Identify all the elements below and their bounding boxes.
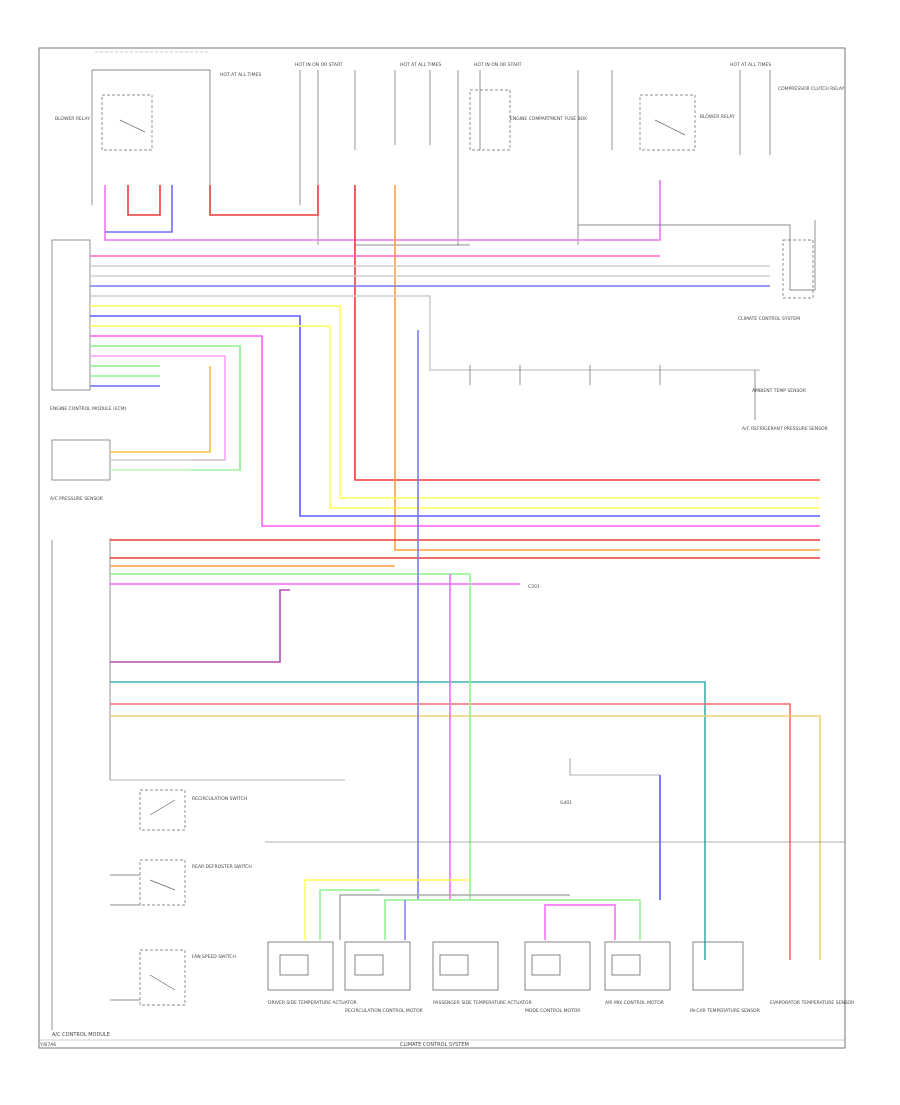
switch-label-1: RECIRCULATION SWITCH	[192, 796, 247, 802]
ecm-block	[51, 239, 91, 391]
right-note-1: CLIMATE CONTROL SYSTEM	[738, 316, 800, 322]
top-fuse-area	[91, 69, 771, 246]
switch-label-2: REAR DEFROSTER SWITCH	[192, 864, 252, 870]
diagram-frame	[38, 47, 846, 1049]
footer-center-label: CLIMATE CONTROL SYSTEM	[400, 1042, 469, 1048]
fuse-label-4: HOT IN ON OR START	[474, 62, 522, 68]
component-label-4: MODE CONTROL MOTOR	[525, 1008, 580, 1014]
component-label-3: PASSENGER SIDE TEMPERATURE ACTUATOR	[433, 1000, 532, 1006]
fuse-label-2: HOT IN ON OR START	[295, 62, 343, 68]
right-note-2: AMBIENT TEMP SENSOR	[752, 388, 806, 394]
ground-label: G401	[560, 800, 572, 806]
top-harness	[90, 180, 820, 551]
fuse-label-3: HOT AT ALL TIMES	[400, 62, 441, 68]
relay-label-1: BLOWER RELAY	[55, 116, 90, 122]
fuse-label-5: HOT AT ALL TIMES	[730, 62, 771, 68]
middle-harness	[110, 330, 821, 960]
connector-code: C201	[528, 584, 540, 590]
component-label-2: RECIRCULATION CONTROL MOTOR	[345, 1008, 423, 1014]
component-label-6: IN-CAR TEMPERATURE SENSOR	[690, 1008, 760, 1014]
switch-label-3: FAN SPEED SWITCH	[192, 954, 236, 960]
corner-label: Y/B7A6	[39, 1042, 56, 1048]
component-label-5: AIR MIX CONTROL MOTOR	[605, 1000, 664, 1006]
bottom-actuators	[267, 941, 744, 991]
fuse-label-1: HOT AT ALL TIMES	[220, 72, 261, 78]
right-note-3: A/C REFRIGERANT PRESSURE SENSOR	[742, 426, 828, 432]
pressure-sensor-label: A/C PRESSURE SENSOR	[50, 496, 103, 502]
relay-label-3: BLOWER RELAY	[700, 114, 735, 120]
component-label-1: DRIVER SIDE TEMPERATURE ACTUATOR	[268, 1000, 357, 1006]
bottom-bus	[304, 879, 641, 940]
footer-left-label: A/C CONTROL MODULE	[52, 1032, 110, 1038]
pressure-sensor-block	[51, 439, 111, 481]
ecm-label: ENGINE CONTROL MODULE (ECM)	[50, 406, 127, 412]
relay-label-4: COMPRESSOR CLUTCH RELAY	[778, 86, 845, 92]
left-switches	[110, 789, 186, 1006]
relay-label-2: ENGINE COMPARTMENT FUSE BOX	[510, 116, 587, 122]
component-label-7: EVAPORATOR TEMPERATURE SENSOR	[770, 1000, 854, 1006]
